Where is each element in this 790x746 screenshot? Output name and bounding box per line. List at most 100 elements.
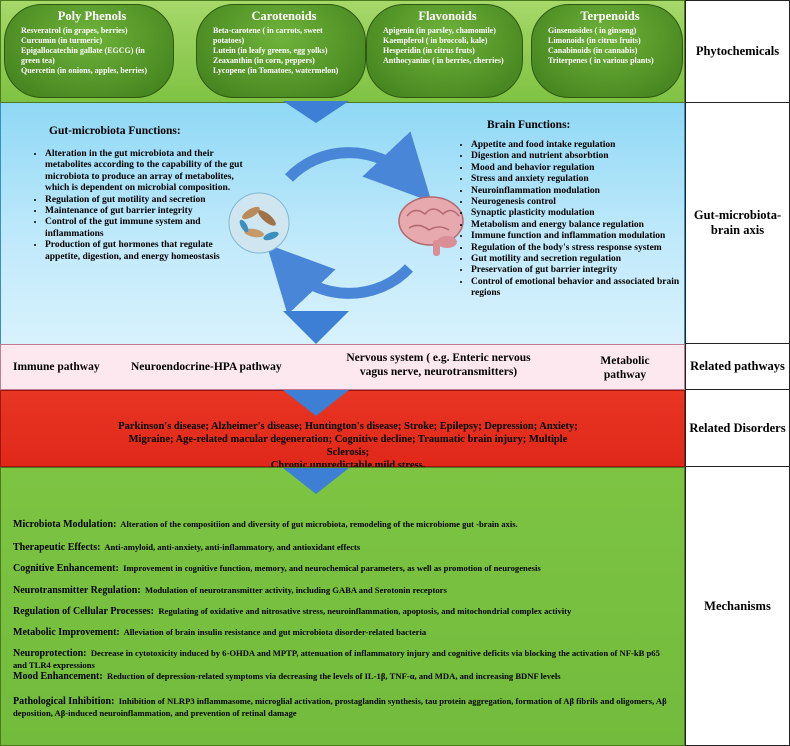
pill-item: Hesperidin (in citrus fruts) — [383, 46, 475, 55]
pill-item: Beta-carotene ( in carrots, sweet potato… — [213, 26, 323, 45]
mechanism-label: Mood Enhancement: — [13, 671, 103, 682]
mechanism-label: Neurotransmitter Regulation: — [13, 585, 141, 596]
brain-icon — [398, 196, 464, 256]
mechanism-text: Decrease in cytotoxicity induced by 6-OH… — [13, 648, 660, 670]
mechanisms-band: Microbiota Modulation: Alteration of the… — [0, 467, 685, 746]
mechanism-label: Metabolic Improvement: — [13, 627, 120, 638]
terpenoids-pill: Terpenoids Ginsenosides ( in ginseng) Li… — [531, 4, 683, 98]
list-item: Regulation of gut motility and secretion — [45, 195, 245, 206]
label-text: Mechanisms — [704, 598, 771, 613]
pill-item: Curcumin (in turmeric) — [21, 36, 103, 45]
disorders-line: Migraine; Age-related macular degenerati… — [128, 434, 568, 458]
pill-item: Triterpenes ( in various plants) — [548, 56, 654, 65]
label-text: Related pathways — [690, 359, 785, 373]
mechanism-label: Therapeutic Effects: — [13, 542, 101, 553]
mechanism-text: Anti-amyloid, anti-anxiety, anti-inflamm… — [104, 542, 361, 552]
pill-title: Terpenoids — [580, 9, 640, 23]
list-item: Regulation of the body's stress response… — [471, 243, 696, 254]
list-item: Synaptic plasticity modulation — [471, 208, 696, 219]
pill-item: Ginsenosides ( in ginseng) — [548, 26, 637, 35]
carotenoids-pill: Carotenoids Beta-carotene ( in carrots, … — [196, 4, 366, 98]
list-item: Mood and behavior regulation — [471, 163, 696, 174]
microbiota-icon — [228, 192, 290, 254]
metabolic-pathway: Metabolic pathway — [589, 354, 661, 382]
pill-item: Lycopene (in Tomatoes, watermelon) — [213, 66, 339, 75]
mechanism-row: Microbiota Modulation: Alteration of the… — [13, 519, 673, 531]
pill-item: Limonoids (in citrus fruits) — [548, 36, 641, 45]
mechanism-label: Regulation of Cellular Processes: — [13, 606, 155, 617]
mechanism-text: Improvement in cognitive function, memor… — [123, 563, 541, 573]
pathways-band: Immune pathway Neuroendocrine-HPA pathwa… — [0, 344, 685, 390]
hpa-pathway: Neuroendocrine-HPA pathway — [131, 361, 282, 373]
mechanism-row: Neurotransmitter Regulation: Modulation … — [13, 585, 673, 597]
mechanism-label: Cognitive Enhancement: — [13, 563, 119, 574]
mechanism-row: Neuroprotection: Decrease in cytotoxicit… — [13, 648, 668, 670]
mechanism-row: Regulation of Cellular Processes: Regula… — [13, 606, 673, 618]
list-item: Alteration in the gut microbiota and the… — [45, 149, 245, 195]
list-item: Control of the gut immune system and inf… — [45, 217, 245, 240]
phytochemicals-band: Poly Phenols Resveratrol (in grapes, ber… — [0, 0, 685, 103]
pathway-line: Nervous system ( e.g. Enteric nervous — [346, 352, 531, 364]
mechanism-text: Reduction of depression-related symptoms… — [107, 671, 561, 681]
list-item: Metabolism and energy balance regulation — [471, 220, 696, 231]
gut-heading: Gut-microbiota Functions: — [49, 125, 181, 137]
list-item: Gut motility and secretion regulation — [471, 254, 696, 265]
gut-brain-axis-band: Gut-microbiota Functions: Alteration in … — [0, 101, 685, 344]
list-item: Immune function and inflammation modulat… — [471, 231, 696, 242]
flavonoids-pill: Flavonoids Apigenin (in parsley, chamomi… — [366, 4, 523, 98]
mechanism-text: Alleviation of brain insulin resistance … — [123, 627, 427, 637]
cycle-graphic — [228, 131, 464, 315]
disorders-line: Parkinson's disease; Alzheimer's disease… — [118, 421, 578, 432]
pill-item: Quercetin (in onions, apples, berries) — [21, 66, 148, 75]
pill-title: Carotenoids — [251, 9, 317, 23]
list-item: Production of gut hormones that regulate… — [45, 240, 245, 263]
disorders-line: Chronic unpredictable mild stress. — [270, 460, 426, 471]
pill-item: Apigenin (in parsley, chamomile) — [383, 26, 496, 35]
pill-item: Anthocyanins ( in berries, cherries) — [383, 56, 504, 65]
immune-pathway: Immune pathway — [13, 361, 100, 373]
list-item: Stress and anxiety regulation — [471, 174, 696, 185]
pathway-line: Metabolic — [600, 355, 650, 367]
mechanism-text: Inhibition of NLRP3 inflammasome, microg… — [13, 696, 667, 718]
pill-item: Kaempferol ( in broccoli, kale) — [383, 36, 488, 45]
down-arrow-icon — [283, 468, 349, 494]
down-arrow-icon — [283, 390, 349, 416]
list-item: Preservation of gut barrier integrity — [471, 265, 696, 276]
down-arrow-icon — [283, 101, 349, 123]
pill-title: Flavonoids — [418, 9, 477, 23]
pathway-line: pathway — [603, 369, 647, 381]
nervous-pathway: Nervous system ( e.g. Enteric nervous va… — [326, 351, 551, 379]
pathway-line: vagus nerve, neurotransmitters) — [359, 366, 518, 378]
label-phytochemicals: Phytochemicals — [685, 0, 790, 103]
mechanism-label: Pathological Inhibition: — [13, 696, 115, 707]
mechanism-row: Therapeutic Effects: Anti-amyloid, anti-… — [13, 542, 673, 554]
pill-item: Canabinoids (in cannabis) — [548, 46, 638, 55]
mechanism-row: Cognitive Enhancement: Improvement in co… — [13, 563, 673, 575]
mechanism-text: Alteration of the compositiion and diver… — [120, 519, 518, 529]
mechanism-label: Microbiota Modulation: — [13, 519, 117, 530]
mechanism-row: Pathological Inhibition: Inhibition of N… — [13, 696, 668, 718]
pill-item: Resveratrol (in grapes, berries) — [21, 26, 128, 35]
label-text: Phytochemicals — [695, 44, 780, 58]
list-item: Neuroinflammation modulation — [471, 186, 696, 197]
cycle-arrow-top — [284, 131, 432, 203]
list-item: Maintenance of gut barrier integrity — [45, 206, 245, 217]
list-item: Control of emotional behavior and associ… — [471, 277, 696, 300]
label-mechanisms: Mechanisms — [685, 467, 790, 746]
mechanism-text: Modulation of neurotransmitter activity,… — [144, 585, 447, 595]
brain-heading: Brain Functions: — [487, 119, 571, 131]
label-text: Gut-microbiota- — [693, 208, 782, 222]
label-gut-brain-axis: Gut-microbiota- brain axis — [685, 103, 790, 344]
list-item: Appetite and food intake regulation — [471, 140, 696, 151]
pill-item: Zeaxanthin (in corn, peppers) — [213, 56, 315, 65]
brain-function-list: Appetite and food intake regulation Dige… — [459, 140, 696, 300]
polyphenols-pill: Poly Phenols Resveratrol (in grapes, ber… — [4, 4, 174, 98]
disorders-text: Parkinson's disease; Alzheimer's disease… — [113, 420, 583, 472]
pill-item: Epigallocatechin gallate (EGCG) (in gree… — [21, 46, 145, 65]
mechanism-text: Regulating of oxidative and nitrosative … — [158, 606, 572, 616]
label-related-pathways: Related pathways — [685, 344, 790, 390]
down-arrow-icon — [283, 311, 349, 344]
cycle-arrow-bottom — [266, 243, 414, 315]
mechanism-row: Metabolic Improvement: Alleviation of br… — [13, 627, 673, 639]
pill-title: Poly Phenols — [57, 9, 127, 23]
